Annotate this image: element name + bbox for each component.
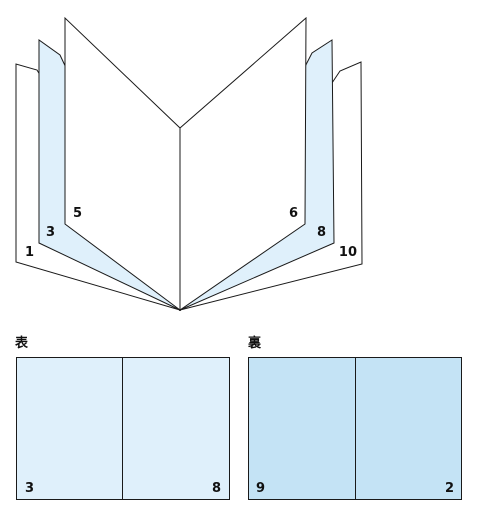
- back-side-title: 裏: [247, 335, 262, 351]
- back-right-page-number: 2: [445, 481, 454, 496]
- page-number-1: 1: [25, 245, 34, 260]
- back-left-page-number: 9: [256, 481, 265, 496]
- page-number-3: 3: [46, 225, 55, 240]
- front-right-page-number: 8: [212, 481, 221, 496]
- front-left-page-number: 3: [25, 481, 34, 496]
- page-number-8: 8: [317, 225, 326, 240]
- page-number-5: 5: [73, 206, 82, 221]
- front-side-title: 表: [14, 335, 29, 351]
- page-number-6: 6: [289, 206, 298, 221]
- open-booklet: 1 3 5 6 8 10: [15, 16, 363, 312]
- back-side-panel: 裏 9 2: [247, 335, 462, 500]
- page-number-10: 10: [339, 245, 357, 260]
- front-side-panel: 表 3 8: [14, 335, 230, 500]
